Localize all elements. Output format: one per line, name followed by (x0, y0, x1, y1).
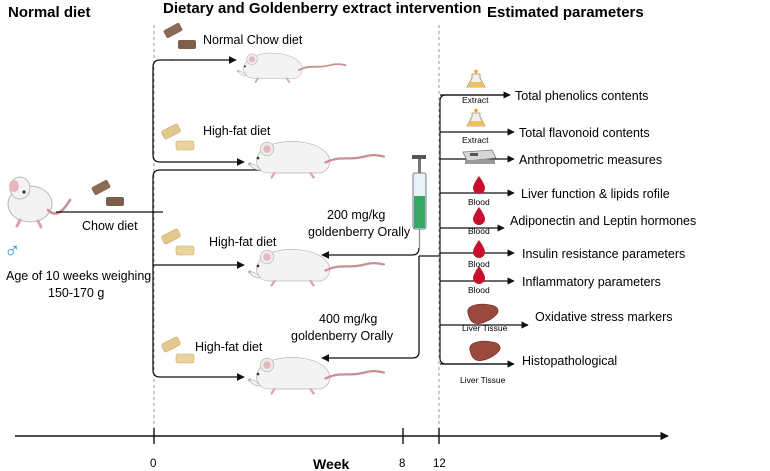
syringe-icon (412, 155, 427, 248)
param-liver-function: Liver function & lipids rofile (521, 187, 670, 201)
header-estimated-parameters: Estimated parameters (487, 4, 644, 21)
timeline-axis (15, 428, 669, 444)
liver-icon (469, 340, 501, 361)
header-intervention: Dietary and Goldenberry extract interven… (163, 0, 481, 17)
group4-mouse (247, 356, 386, 395)
param6-source: Blood (468, 259, 490, 269)
param-total-flavonoid: Total flavonoid contents (519, 126, 650, 140)
group2-diet-label: High-fat diet (203, 124, 271, 138)
blood-drop-icon (473, 207, 485, 225)
timeline-axis-label: Week (313, 456, 350, 471)
param-inflammatory: Inflammatory parameters (522, 275, 661, 289)
tick-week-12: 12 (433, 458, 446, 470)
param-anthropometric: Anthropometric measures (519, 153, 662, 167)
chow-diet-label: Chow diet (82, 219, 138, 233)
group1-diet-label: Normal Chow diet (203, 33, 303, 47)
param-total-phenolics: Total phenolics contents (515, 89, 648, 103)
group1-pellets-icon (162, 22, 196, 49)
param-histopathological: Histopathological (522, 354, 617, 368)
baseline-mouse (7, 176, 72, 229)
group-split-lines (56, 56, 270, 381)
male-symbol-icon: ♂ (4, 238, 21, 263)
dose-200-line-1: 200 mg/kg (327, 208, 385, 222)
param-insulin-resistance: Insulin resistance parameters (522, 247, 685, 261)
header-normal-diet: Normal diet (8, 4, 91, 21)
param-oxidative-stress: Oxidative stress markers (535, 310, 673, 324)
dose-200-line-2: goldenberry Orally (308, 225, 411, 239)
parameter-bracket (439, 91, 529, 368)
tick-week-8: 8 (399, 458, 405, 470)
param8-source: Liver Tissue (462, 323, 508, 333)
age-weight-line-1: Age of 10 weeks weighing (6, 269, 151, 283)
group2-pellets-icon (160, 123, 195, 151)
param4-source: Blood (468, 197, 490, 207)
group2-mouse (247, 140, 386, 179)
param5-source: Blood (468, 226, 490, 236)
param9-source: Liver Tissue (460, 375, 506, 385)
param-adiponectin-leptin: Adiponectin and Leptin hormones (510, 214, 696, 228)
group1-mouse (236, 52, 347, 83)
dose-400-line-1: 400 mg/kg (319, 312, 377, 326)
blood-drop-icon (473, 240, 485, 258)
flask-icon (466, 108, 486, 127)
tick-week-0: 0 (150, 458, 156, 470)
flask-icon (466, 69, 486, 88)
chow-pellets-icon (90, 179, 124, 206)
group4-pellets-icon (160, 336, 195, 364)
param7-source: Blood (468, 285, 490, 295)
dose-400-line-2: goldenberry Orally (291, 329, 394, 343)
param1-source: Extract (462, 95, 489, 105)
group3-pellets-icon (160, 228, 195, 256)
liver-icon (467, 303, 499, 324)
blood-drop-icon (473, 176, 485, 194)
param2-source: Extract (462, 135, 489, 145)
age-weight-line-2: 150-170 g (48, 286, 104, 300)
group4-diet-label: High-fat diet (195, 340, 263, 354)
group3-diet-label: High-fat diet (209, 235, 277, 249)
dose-arrows (321, 247, 439, 362)
scale-icon (462, 149, 497, 164)
